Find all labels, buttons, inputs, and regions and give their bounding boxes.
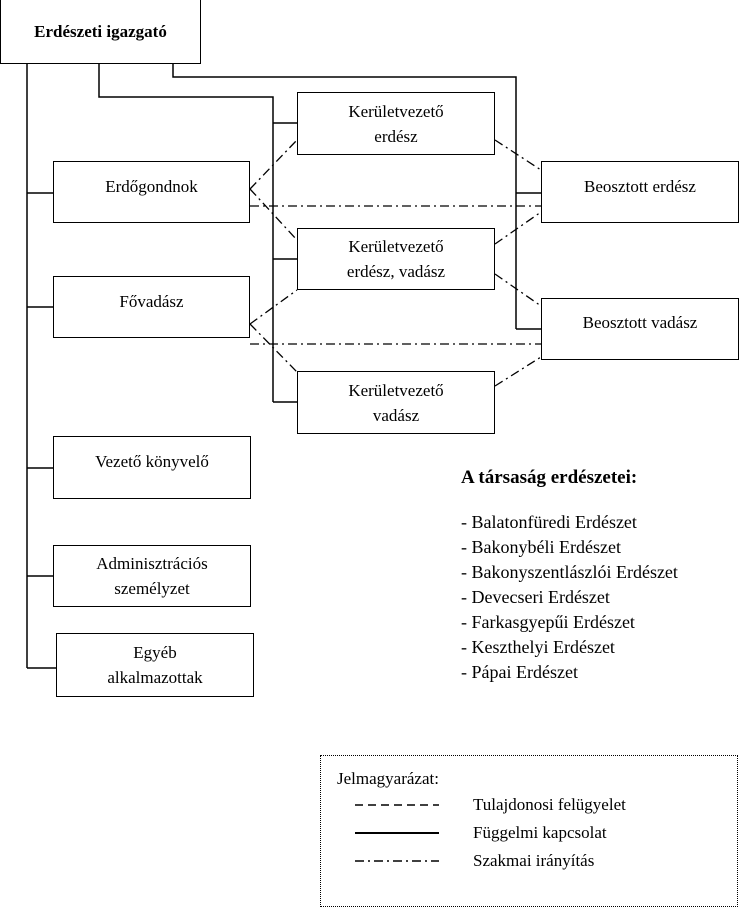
- dashdot-kerulet-erdesz-vadasz-beosztott-vadasz: [494, 273, 542, 307]
- company-item: - Bakonybéli Erdészet: [461, 537, 621, 557]
- companies-list: A társaság erdészetei: - Balatonfüredi E…: [461, 466, 678, 685]
- dashdot-fovadasz-kerulet-vadasz: [249, 323, 298, 373]
- company-item: - Devecseri Erdészet: [461, 587, 610, 607]
- egyeb-label-line1: Egyéb: [133, 643, 177, 662]
- company-item: - Farkasgyepűi Erdészet: [461, 612, 635, 632]
- beosztott-erdesz-label: Beosztott erdész: [584, 176, 696, 196]
- dashdot-line-icon: [355, 860, 439, 862]
- company-item: - Pápai Erdészet: [461, 662, 578, 682]
- kerulet-erdesz-line2: erdész: [374, 126, 418, 146]
- company-item: - Balatonfüredi Erdészet: [461, 512, 637, 532]
- egyeb-label-line2: alkalmazottak: [107, 668, 203, 687]
- legend-label-dashdot: Szakmai irányítás: [473, 851, 595, 870]
- kerulet-erdesz-line1: Kerületvezető: [348, 101, 444, 121]
- egyeb-box: Egyéb alkalmazottak: [56, 633, 254, 697]
- dashed-line-icon: [355, 804, 439, 806]
- fovadasz-label: Fővadász: [119, 291, 184, 311]
- admin-label-line1: Adminisztrációs: [96, 554, 208, 573]
- dashdot-erdogondnok-kerulet-erdesz-vadasz: [249, 188, 298, 241]
- konyvelo-label: Vezető könyvelő: [95, 452, 209, 471]
- kerulet-erdesz-vadasz-line2: erdész, vadász: [346, 262, 446, 281]
- legend-label-solid: Függelmi kapcsolat: [473, 823, 607, 842]
- legend-item-dashed: Tulajdonosi felügyelet: [355, 794, 735, 816]
- company-item: - Keszthelyi Erdészet: [461, 637, 615, 657]
- companies-title: A társaság erdészetei:: [461, 467, 638, 488]
- legend-label-dashed: Tulajdonosi felügyelet: [473, 795, 626, 814]
- kerulet-erdesz-box: Kerületvezető erdész: [297, 92, 495, 155]
- kerulet-vadasz-line1: Kerületvezető: [348, 380, 444, 400]
- director-box: Erdészeti igazgató: [0, 0, 201, 64]
- legend-title: Jelmagyarázat:: [337, 769, 439, 788]
- company-item: - Bakonyszentlászlói Erdészet: [461, 562, 678, 582]
- dashdot-kerulet-erdesz-beosztott-erdesz: [494, 139, 542, 171]
- director-label: Erdészeti igazgató: [34, 21, 167, 41]
- erdogondnok-box: Erdőgondnok: [53, 161, 250, 223]
- kerulet-erdesz-vadasz-line1: Kerületvezető: [348, 237, 444, 256]
- solid-line-icon: [355, 832, 439, 834]
- solid-line-director-to-middle: [98, 64, 274, 402]
- kerulet-vadasz-box: Kerületvezető vadász: [297, 371, 495, 434]
- dashdot-kerulet-erdesz-vadasz-beosztott-erdesz: [494, 211, 542, 245]
- kerulet-erdesz-vadasz-box: Kerületvezető erdész, vadász: [297, 228, 495, 290]
- dashdot-erdogondnok-kerulet-erdesz: [249, 139, 298, 190]
- konyvelo-box: Vezető könyvelő: [53, 436, 251, 499]
- kerulet-vadasz-line2: vadász: [372, 405, 420, 425]
- solid-line-director-to-right: [172, 64, 517, 329]
- dashdot-kerulet-vadasz-beosztott-vadasz: [494, 356, 542, 387]
- legend-item-solid: Függelmi kapcsolat: [355, 822, 735, 844]
- legend-item-dashdot: Szakmai irányítás: [355, 850, 735, 872]
- admin-label-line2: személyzet: [114, 579, 190, 598]
- beosztott-erdesz-box: Beosztott erdész: [541, 161, 739, 223]
- fovadasz-box: Fővadász: [53, 276, 250, 338]
- erdogondnok-label: Erdőgondnok: [105, 176, 198, 196]
- beosztott-vadasz-box: Beosztott vadász: [541, 298, 739, 360]
- legend-box: Jelmagyarázat: Tulajdonosi felügyelet Fü…: [320, 755, 738, 907]
- beosztott-vadasz-label: Beosztott vadász: [582, 312, 698, 332]
- admin-box: Adminisztrációs személyzet: [53, 545, 251, 607]
